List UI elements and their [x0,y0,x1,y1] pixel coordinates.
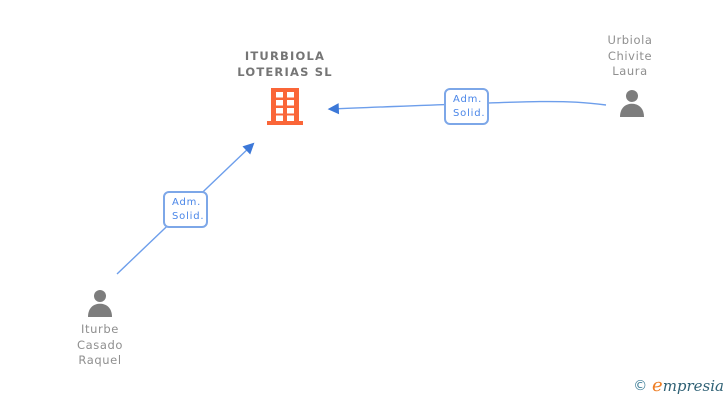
relation-label-adm-solid: Adm. Solid. [163,191,208,228]
relation-label-line: Adm. [172,197,202,208]
copyright-symbol: © [633,378,648,394]
person-name-line: Urbiola [607,33,653,47]
brand-rest: mpresia [662,377,724,395]
person-node-urbiola-label[interactable]: Urbiola Chivite Laura [570,33,690,80]
person-name-line: Chivite [607,48,653,63]
person-icon[interactable] [86,289,114,317]
relation-label-line: Solid. [453,107,486,119]
building-icon[interactable] [267,88,303,126]
edge-urbiola-to-company [327,100,607,115]
company-node-label[interactable]: ITURBIOLA LOTERIAS SL [185,49,385,80]
person-name-line: Laura [612,64,648,78]
person-name-line: Raquel [78,353,122,367]
company-name-line1: ITURBIOLA [244,49,326,63]
brand-initial: e [652,375,663,396]
company-name-line2: LOTERIAS SL [237,64,333,79]
empresia-logo[interactable]: © empresia [633,375,724,396]
relation-label-line: Adm. [453,94,483,105]
person-name-line: Casado [76,337,124,352]
person-icon[interactable] [618,89,646,117]
brand-wordmark: empresia [652,375,724,396]
person-name-line: Iturbe [81,322,119,336]
relation-label-adm-solid: Adm. Solid. [444,88,489,125]
relation-label-line: Solid. [172,210,205,222]
person-node-iturbe-label[interactable]: Iturbe Casado Raquel [40,322,160,369]
